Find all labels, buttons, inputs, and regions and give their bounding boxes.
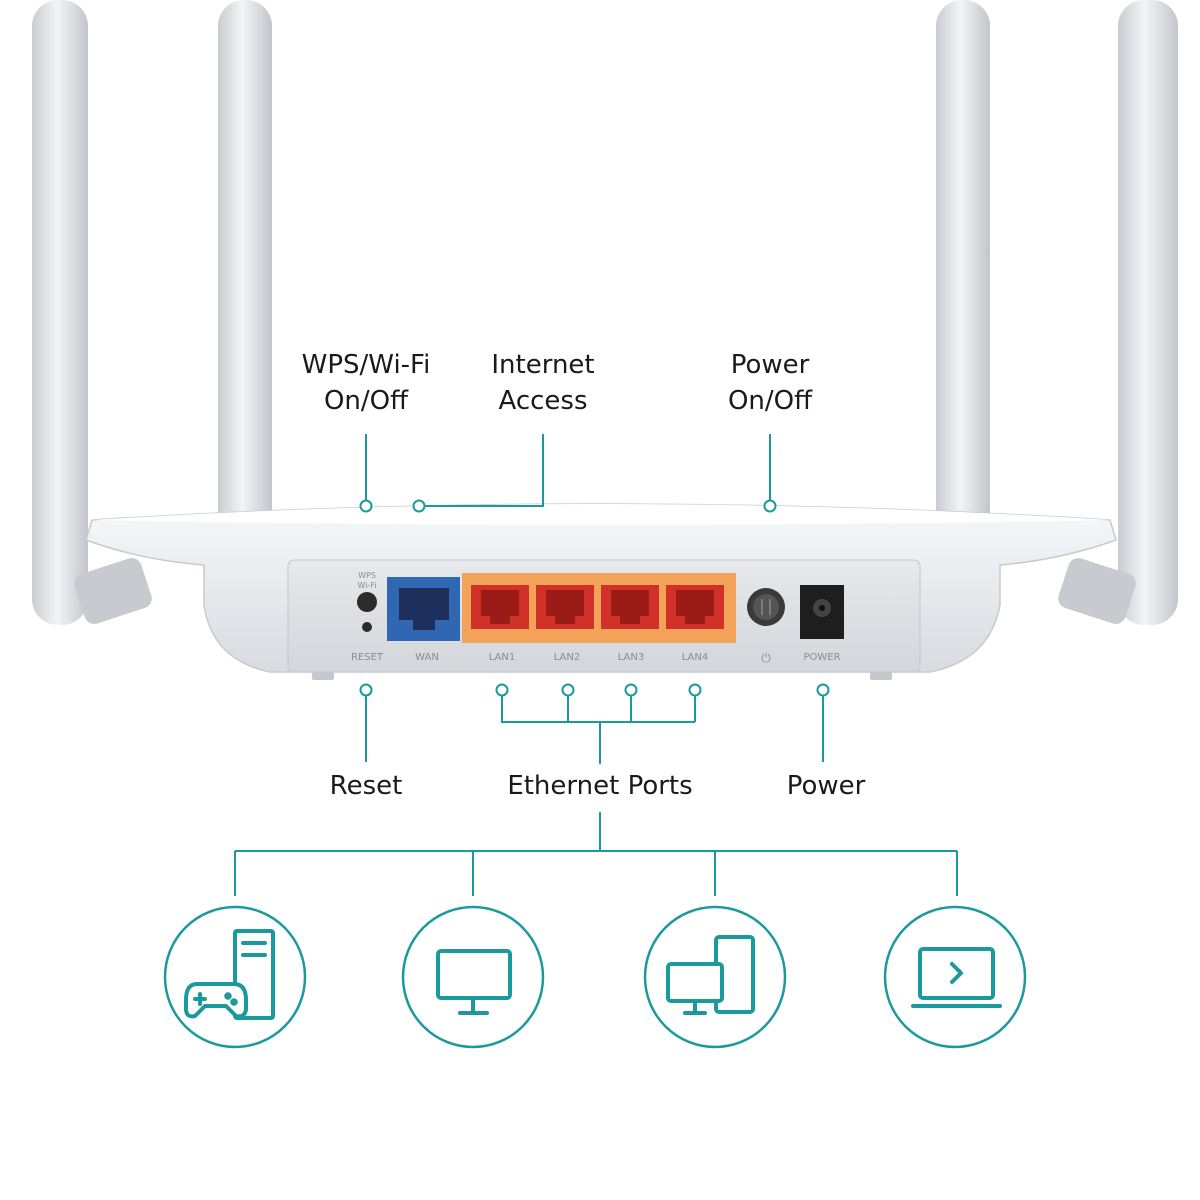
power-jack[interactable]	[800, 585, 844, 639]
callout-internet: Internet Access	[453, 347, 633, 419]
power-switch-dot	[763, 499, 777, 513]
callout-wps-line2: On/Off	[323, 386, 409, 416]
foot-left	[312, 672, 334, 680]
antennas	[32, 0, 1178, 640]
callout-reset-label: Reset	[329, 771, 403, 801]
antenna-3	[936, 0, 990, 640]
callout-power-switch-line2: On/Off	[727, 386, 813, 416]
power-panel-label: POWER	[803, 652, 840, 663]
antenna-hinge-right	[1058, 558, 1136, 624]
wps-dot	[359, 499, 373, 513]
reset-panel-label: RESET	[351, 652, 384, 663]
multiple-screens-icon	[643, 905, 787, 1049]
lan1-port[interactable]	[471, 585, 529, 629]
ethernet-connector	[501, 696, 696, 764]
wps-button[interactable]: WPS Wi-Fi	[357, 571, 377, 612]
lan2-dot	[561, 683, 575, 697]
desktop-monitor-icon	[401, 905, 545, 1049]
antenna-4	[1118, 0, 1178, 625]
lan4-port[interactable]	[666, 585, 724, 629]
callout-ethernet: Ethernet Ports	[480, 768, 720, 804]
callout-power-switch: Power On/Off	[680, 347, 860, 419]
antenna-1	[32, 0, 88, 625]
power-switch[interactable]	[747, 588, 785, 626]
power-dot	[816, 683, 830, 697]
wan-port[interactable]	[387, 577, 460, 641]
device-tree-connector	[234, 812, 958, 896]
lan3-panel-label: LAN3	[618, 652, 644, 663]
callout-power-label: Power	[786, 771, 866, 801]
reset-button[interactable]	[362, 622, 372, 632]
lan4-panel-label: LAN4	[682, 652, 708, 663]
lan1-panel-label: LAN1	[489, 652, 515, 663]
lan3-dot	[624, 683, 638, 697]
lan2-panel-label: LAN2	[554, 652, 580, 663]
lan4-dot	[688, 683, 702, 697]
callout-lines	[234, 434, 958, 896]
antenna-hinge-left	[74, 558, 152, 624]
device-icons	[163, 905, 1027, 1049]
foot-right	[870, 672, 892, 680]
callout-power: Power	[736, 768, 916, 804]
power-symbol-label: ⏻	[761, 651, 771, 665]
callout-internet-line1: Internet	[491, 350, 595, 380]
laptop-media-icon	[883, 905, 1027, 1049]
callout-ethernet-label: Ethernet Ports	[507, 771, 693, 801]
gaming-console-pc-icon	[163, 905, 307, 1049]
callout-wps-line1: WPS/Wi-Fi	[301, 350, 431, 380]
internet-connector	[425, 434, 544, 507]
reset-dot	[359, 683, 373, 697]
lan1-dot	[495, 683, 509, 697]
callout-internet-line2: Access	[498, 386, 588, 416]
wan-panel-label: WAN	[415, 652, 439, 663]
lan2-port[interactable]	[536, 585, 594, 629]
lan3-port[interactable]	[601, 585, 659, 629]
callout-reset: Reset	[276, 768, 456, 804]
callout-power-switch-line1: Power	[730, 350, 810, 380]
wps-small-label: WPS	[358, 571, 376, 580]
wifi-small-label: Wi-Fi	[357, 581, 376, 590]
callout-wps: WPS/Wi-Fi On/Off	[276, 347, 456, 419]
internet-dot	[412, 499, 426, 513]
antenna-2	[218, 0, 272, 640]
